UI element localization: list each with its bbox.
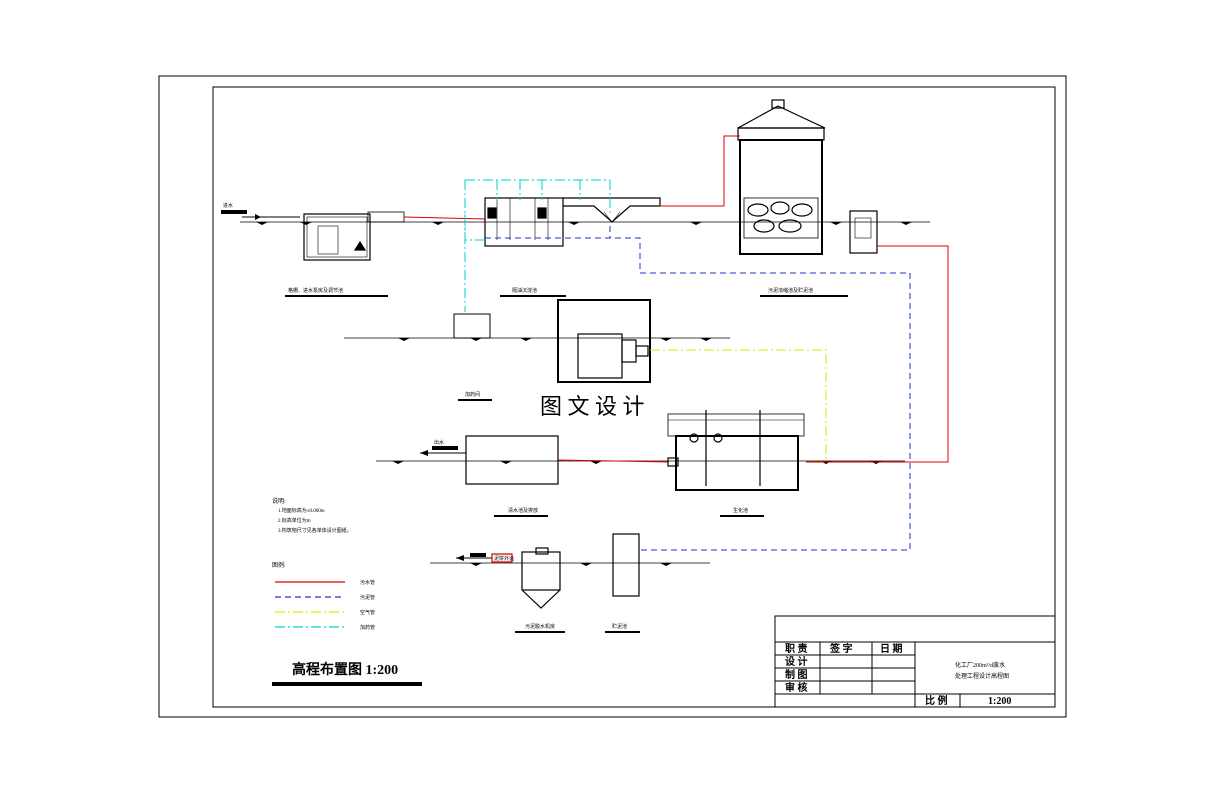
label-filter-press: 污泥脱水机房 [525, 623, 555, 630]
notes-line-1: 1.地面标高为±0.000m [278, 507, 325, 514]
watermark: 图 文 设 计 [540, 394, 645, 419]
tb-header-0: 职 责 [785, 642, 808, 655]
notes-line-3: 3.构筑物尺寸见各单体设计图纸。 [278, 527, 352, 534]
outflow-arrow-2 [456, 553, 513, 563]
legend-label-2: 空气管 [360, 609, 375, 616]
tb-row-1: 制 图 [785, 668, 808, 681]
legend-label-1: 污泥管 [360, 594, 375, 601]
label-bio-tank: 生化池 [733, 507, 748, 514]
sludge-tank [737, 99, 826, 255]
blower-room [557, 299, 651, 383]
tb-header-1: 签 字 [829, 642, 853, 655]
label-sludge-tank: 污泥浓缩池及贮泥池 [768, 287, 813, 294]
drawing-title: 高程布置图 1:200 [292, 661, 398, 678]
flow-label-outflow: 出水 [434, 439, 444, 446]
bio-tank [667, 410, 805, 491]
label-oil-sep: 隔油沉淀池 [512, 287, 537, 294]
oil-separator [484, 197, 661, 247]
sewage-return-pipe [806, 245, 949, 463]
filter-press [521, 547, 561, 609]
legend-heading: 图例: [272, 561, 286, 569]
flow-label-cake: 泥饼外运 [494, 555, 514, 562]
label-screen-well: 格栅、进水泵房及调节池 [288, 287, 343, 294]
legend-label-3: 加药管 [360, 624, 375, 631]
dosing-lines [464, 179, 611, 312]
label-sludge-well: 贮泥池 [612, 623, 627, 630]
sewage-pipe-1 [403, 216, 486, 220]
legend-label-0: 污水管 [360, 579, 375, 586]
outflow-arrow-1 [420, 446, 466, 456]
clear-pool [465, 435, 559, 485]
title-block [774, 615, 1056, 708]
sewage-pipe-4 [557, 459, 669, 463]
inner-frame [212, 86, 1056, 708]
label-dosing-house: 加药间 [465, 391, 480, 398]
tb-scale-label: 比 例 [925, 694, 948, 707]
inflow-arrow [221, 210, 300, 220]
label-underlines [272, 295, 848, 686]
notes-line-2: 2.标高单位为m [278, 517, 311, 524]
tb-header-2: 日 期 [880, 642, 903, 655]
notes-heading: 说明: [272, 497, 286, 505]
tb-row-2: 审 核 [785, 681, 808, 694]
tb-project-2: 处理工程设计高程图 [955, 672, 1009, 680]
dosing-house [453, 313, 491, 339]
tb-scale-value: 1:200 [988, 696, 1011, 707]
label-clear-pool: 清水池及排放 [508, 507, 538, 514]
screen-pump-well [303, 211, 405, 261]
sludge-well [849, 210, 878, 254]
sewage-pipe-3 [723, 135, 740, 206]
flow-label-inflow: 进水 [223, 202, 233, 209]
tb-row-0: 设 计 [785, 655, 808, 668]
legend-lines [275, 581, 345, 628]
outer-frame [158, 75, 1067, 718]
sludge-storage [612, 533, 640, 597]
tb-project-1: 化工厂200m³/d废水 [955, 661, 1005, 669]
sludge-lines [485, 226, 911, 551]
